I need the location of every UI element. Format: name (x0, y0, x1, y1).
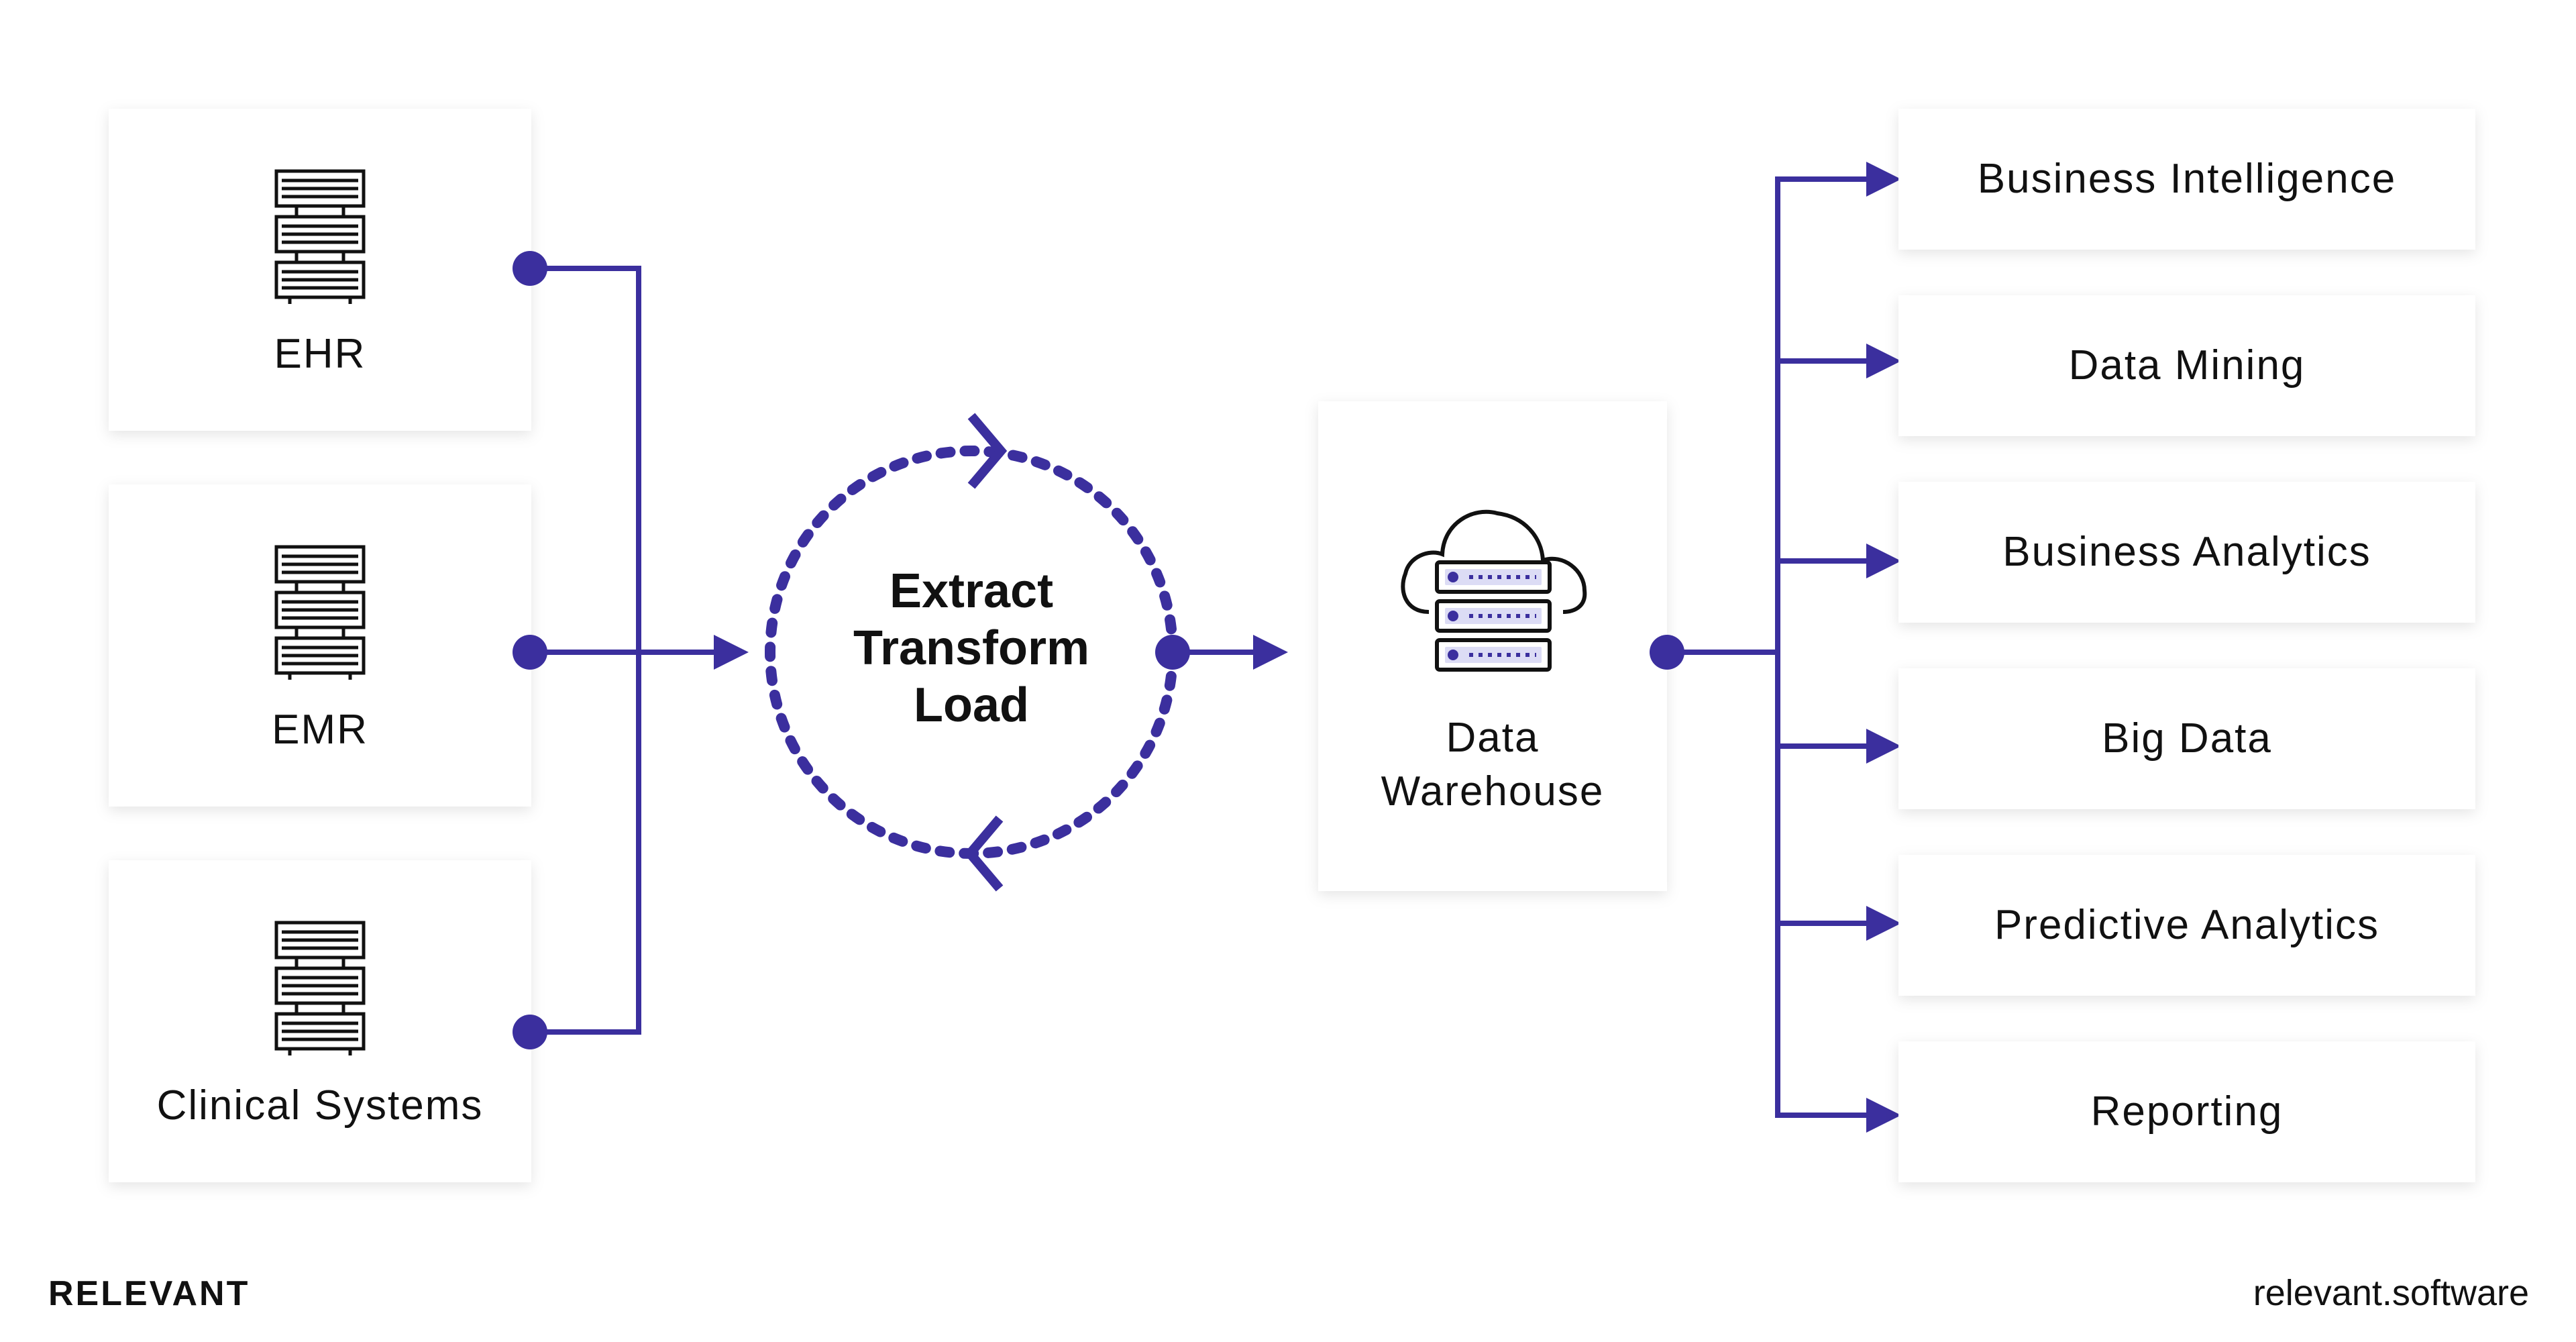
arrow-to-output-icon (1866, 344, 1901, 378)
arrow-to-output-icon (1866, 729, 1901, 764)
output-label: Data Mining (2069, 342, 2306, 389)
arrow-to-output-icon (1866, 544, 1901, 578)
arrow-to-warehouse-icon (1253, 635, 1288, 670)
output-card-business-analytics: Business Analytics (1898, 482, 2475, 623)
warehouse-label-line-1: Data (1446, 715, 1540, 761)
arrow-to-output-icon (1866, 1098, 1901, 1133)
source-card-ehr: EHR (109, 109, 531, 431)
connector-dot (513, 251, 547, 286)
etl-label-extract: Extract (890, 564, 1053, 618)
connector-dot (513, 1015, 547, 1049)
source-label-ehr: EHR (274, 331, 366, 377)
output-card-predictive-analytics: Predictive Analytics (1898, 855, 2475, 996)
etl-cycle: Extract Transform Load (765, 413, 1178, 892)
output-card-reporting: Reporting (1898, 1041, 2475, 1182)
arrow-to-etl-icon (714, 635, 749, 670)
source-label-emr: EMR (272, 707, 368, 753)
warehouse-label-line-2: Warehouse (1381, 768, 1605, 815)
source-label-clinical-systems: Clinical Systems (157, 1082, 484, 1129)
arrow-to-output-icon (1866, 906, 1901, 941)
output-connectors (1667, 176, 1872, 1118)
arrow-to-output-icon (1866, 162, 1901, 197)
source-card-clinical-systems: Clinical Systems (109, 860, 531, 1182)
cycle-arrow-right-icon (967, 413, 1008, 489)
source-connectors (530, 266, 724, 1035)
output-card-data-mining: Data Mining (1898, 295, 2475, 436)
output-label: Big Data (2102, 715, 2272, 762)
output-label: Business Analytics (2002, 529, 2371, 575)
output-label: Reporting (2091, 1088, 2284, 1135)
cloud-server-icon (1401, 509, 1587, 672)
etl-label-transform: Transform (853, 621, 1089, 675)
brand-logo: RELEVANT (48, 1274, 250, 1313)
output-label: Predictive Analytics (1994, 902, 2379, 948)
source-card-emr: EMR (109, 484, 531, 807)
footer-url: relevant.software (2253, 1273, 2529, 1313)
cycle-arrow-left-icon (963, 815, 1004, 892)
etl-label-load: Load (914, 678, 1029, 732)
output-card-big-data: Big Data (1898, 668, 2475, 809)
output-card-business-intelligence: Business Intelligence (1898, 109, 2475, 250)
connector-dot (513, 635, 547, 670)
data-warehouse-card: Data Warehouse (1318, 401, 1667, 891)
output-label: Business Intelligence (1978, 156, 2396, 202)
